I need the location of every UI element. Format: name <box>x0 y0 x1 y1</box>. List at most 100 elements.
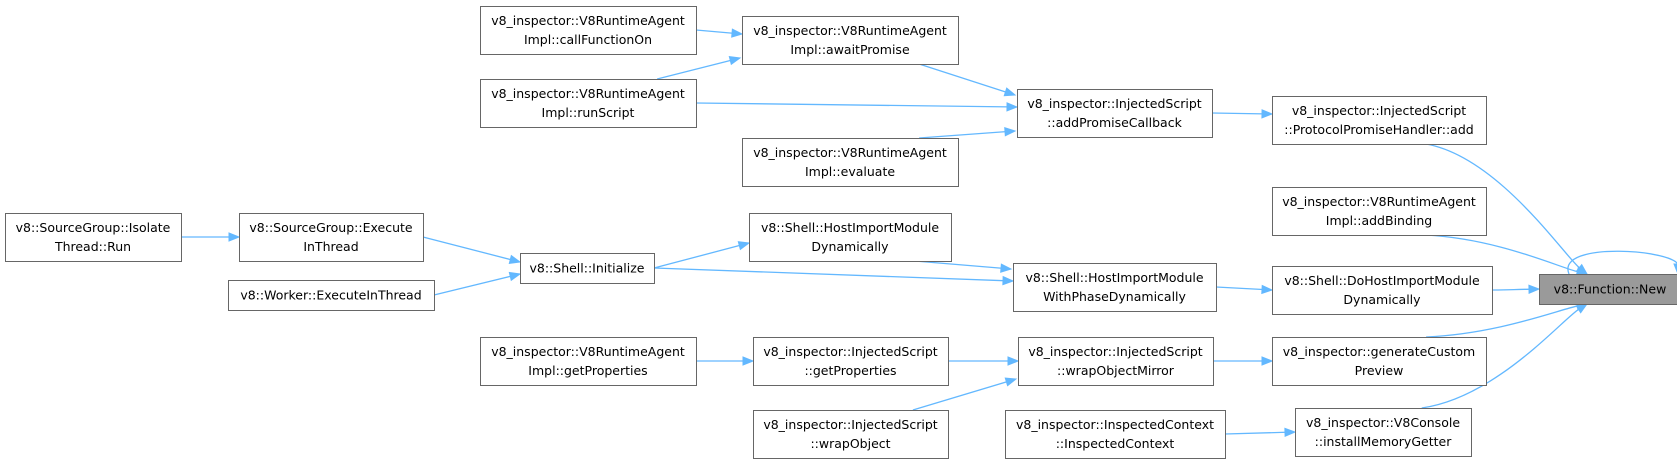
node-label-line: v8_inspector::generateCustom <box>1283 344 1475 359</box>
edge-arrowhead <box>731 28 744 38</box>
edge-arrowhead <box>1002 275 1015 286</box>
node-box <box>480 79 697 128</box>
edge-get-properties-is-to-wrap-object-mirror <box>948 356 1020 366</box>
node-wrap-object-mirror[interactable]: v8_inspector::InjectedScript::wrapObject… <box>1018 337 1214 386</box>
edge-run-script-to-await-promise <box>656 55 742 80</box>
node-label-line: WithPhaseDynamically <box>1043 289 1186 304</box>
node-label-line: v8_inspector::V8RuntimeAgent <box>753 145 947 160</box>
node-label-line: ::ProtocolPromiseHandler::add <box>1284 122 1473 137</box>
node-label-line: v8::Function::New <box>1554 282 1667 297</box>
edge-wrap-object-to-wrap-object-mirror <box>912 377 1018 411</box>
edge-line <box>1211 112 1264 115</box>
node-label-line: ::installMemoryGetter <box>1315 434 1453 449</box>
edge-line <box>912 380 1008 411</box>
edge-add-promise-callback-to-pph-add <box>1211 109 1274 119</box>
node-get-properties-ra[interactable]: v8_inspector::V8RuntimeAgentImpl::getPro… <box>480 337 697 386</box>
node-worker-execute[interactable]: v8::Worker::ExecuteInThread <box>228 280 435 311</box>
node-box <box>1272 266 1493 315</box>
edge-arrowhead <box>1261 284 1274 295</box>
node-label-line: Impl::runScript <box>542 105 635 120</box>
edge-arrowhead <box>1261 356 1274 366</box>
node-label-line: v8::SourceGroup::Execute <box>249 220 412 235</box>
node-label-line: v8::Shell::HostImportModule <box>1025 270 1203 285</box>
edge-host-import-phase-to-do-host-import <box>1215 284 1274 295</box>
node-box <box>228 280 435 311</box>
node-label-line: v8::Shell::Initialize <box>529 261 644 276</box>
node-box <box>1017 89 1213 138</box>
node-await-promise[interactable]: v8_inspector::V8RuntimeAgentImpl::awaitP… <box>742 16 959 65</box>
node-add-promise-callback[interactable]: v8_inspector::InjectedScript::addPromise… <box>1017 89 1213 138</box>
node-label-line: Dynamically <box>1343 292 1421 307</box>
node-label-line: Dynamically <box>811 239 889 254</box>
edge-line <box>1567 250 1677 275</box>
node-label-line: Impl::callFunctionOn <box>524 32 652 47</box>
node-box <box>753 337 949 386</box>
edge-host-import-dyn-to-host-import-phase <box>914 260 1013 273</box>
node-evaluate[interactable]: v8_inspector::V8RuntimeAgentImpl::evalua… <box>742 138 959 187</box>
node-label-line: Preview <box>1355 363 1404 378</box>
edge-line <box>1421 308 1580 409</box>
edge-line <box>919 131 1007 139</box>
node-label-line: Impl::addBinding <box>1326 213 1432 228</box>
node-box <box>239 213 424 262</box>
edge-line <box>1426 234 1579 273</box>
node-box <box>749 213 952 262</box>
edge-arrowhead <box>1284 427 1297 438</box>
node-label-line: v8_inspector::V8RuntimeAgent <box>753 23 947 38</box>
node-label-line: v8_inspector::V8Console <box>1306 415 1460 430</box>
edge-inspected-context-to-install-memory-getter <box>1224 427 1297 438</box>
edge-shell-initialize-to-host-import-phase <box>653 267 1015 286</box>
edge-line <box>914 260 1003 269</box>
node-sg-execute[interactable]: v8::SourceGroup::ExecuteInThread <box>239 213 424 262</box>
node-pph-add[interactable]: v8_inspector::InjectedScript::ProtocolPr… <box>1272 96 1487 145</box>
node-call-function-on[interactable]: v8_inspector::V8RuntimeAgentImpl::callFu… <box>480 6 697 55</box>
node-label-line: Impl::evaluate <box>805 164 895 179</box>
node-label-line: Impl::getProperties <box>528 363 647 378</box>
node-host-import-phase[interactable]: v8::Shell::HostImportModuleWithPhaseDyna… <box>1013 263 1217 312</box>
node-label-line: Impl::awaitPromise <box>790 42 910 57</box>
edge-wrap-object-mirror-to-gen-custom-preview <box>1213 356 1274 366</box>
node-install-memory-getter[interactable]: v8_inspector::V8Console::installMemoryGe… <box>1295 408 1472 457</box>
node-box <box>1539 274 1677 305</box>
node-label-line: ::getProperties <box>804 363 896 378</box>
edge-arrowhead <box>508 254 522 264</box>
node-label-line: v8_inspector::V8RuntimeAgent <box>491 86 685 101</box>
node-label-line: v8::Shell::HostImportModule <box>761 220 939 235</box>
edge-line <box>653 244 741 269</box>
edge-line <box>918 63 1007 93</box>
node-box <box>753 410 949 459</box>
node-label-line: InThread <box>303 239 358 254</box>
node-label-line: v8_inspector::InjectedScript <box>763 344 937 359</box>
node-label-line: ::wrapObject <box>810 436 890 451</box>
node-box <box>520 253 655 284</box>
node-box <box>1295 408 1472 457</box>
node-label-line: v8_inspector::V8RuntimeAgent <box>1282 194 1476 209</box>
edge-worker-execute-to-shell-initialize <box>433 271 522 296</box>
edges-layer <box>181 28 1677 438</box>
edge-arrowhead <box>1673 263 1677 273</box>
node-label-line: v8_inspector::InjectedScript <box>763 417 937 432</box>
node-box <box>1272 96 1487 145</box>
edge-evaluate-to-add-promise-callback <box>919 127 1017 139</box>
edge-arrowhead <box>728 55 742 66</box>
node-run-script[interactable]: v8_inspector::V8RuntimeAgentImpl::runScr… <box>480 79 697 128</box>
node-add-binding[interactable]: v8_inspector::V8RuntimeAgentImpl::addBin… <box>1272 187 1487 236</box>
node-label-line: ::wrapObjectMirror <box>1057 363 1175 378</box>
node-wrap-object[interactable]: v8_inspector::InjectedScript::wrapObject <box>753 410 949 459</box>
nodes-layer: v8::Function::Newv8_inspector::InjectedS… <box>5 6 1677 459</box>
node-get-properties-is[interactable]: v8_inspector::InjectedScript::getPropert… <box>753 337 949 386</box>
node-label-line: Thread::Run <box>54 239 131 254</box>
edge-await-promise-to-add-promise-callback <box>918 63 1017 97</box>
node-function-new[interactable]: v8::Function::New <box>1539 274 1677 305</box>
edge-arrowhead <box>1000 263 1013 273</box>
edge-line <box>1215 286 1264 291</box>
edge-line <box>1491 288 1531 291</box>
node-shell-initialize[interactable]: v8::Shell::Initialize <box>520 253 655 284</box>
edge-line <box>695 29 734 34</box>
node-inspected-context[interactable]: v8_inspector::InspectedContext::Inspecte… <box>1005 410 1226 459</box>
edge-arrowhead <box>228 232 241 242</box>
